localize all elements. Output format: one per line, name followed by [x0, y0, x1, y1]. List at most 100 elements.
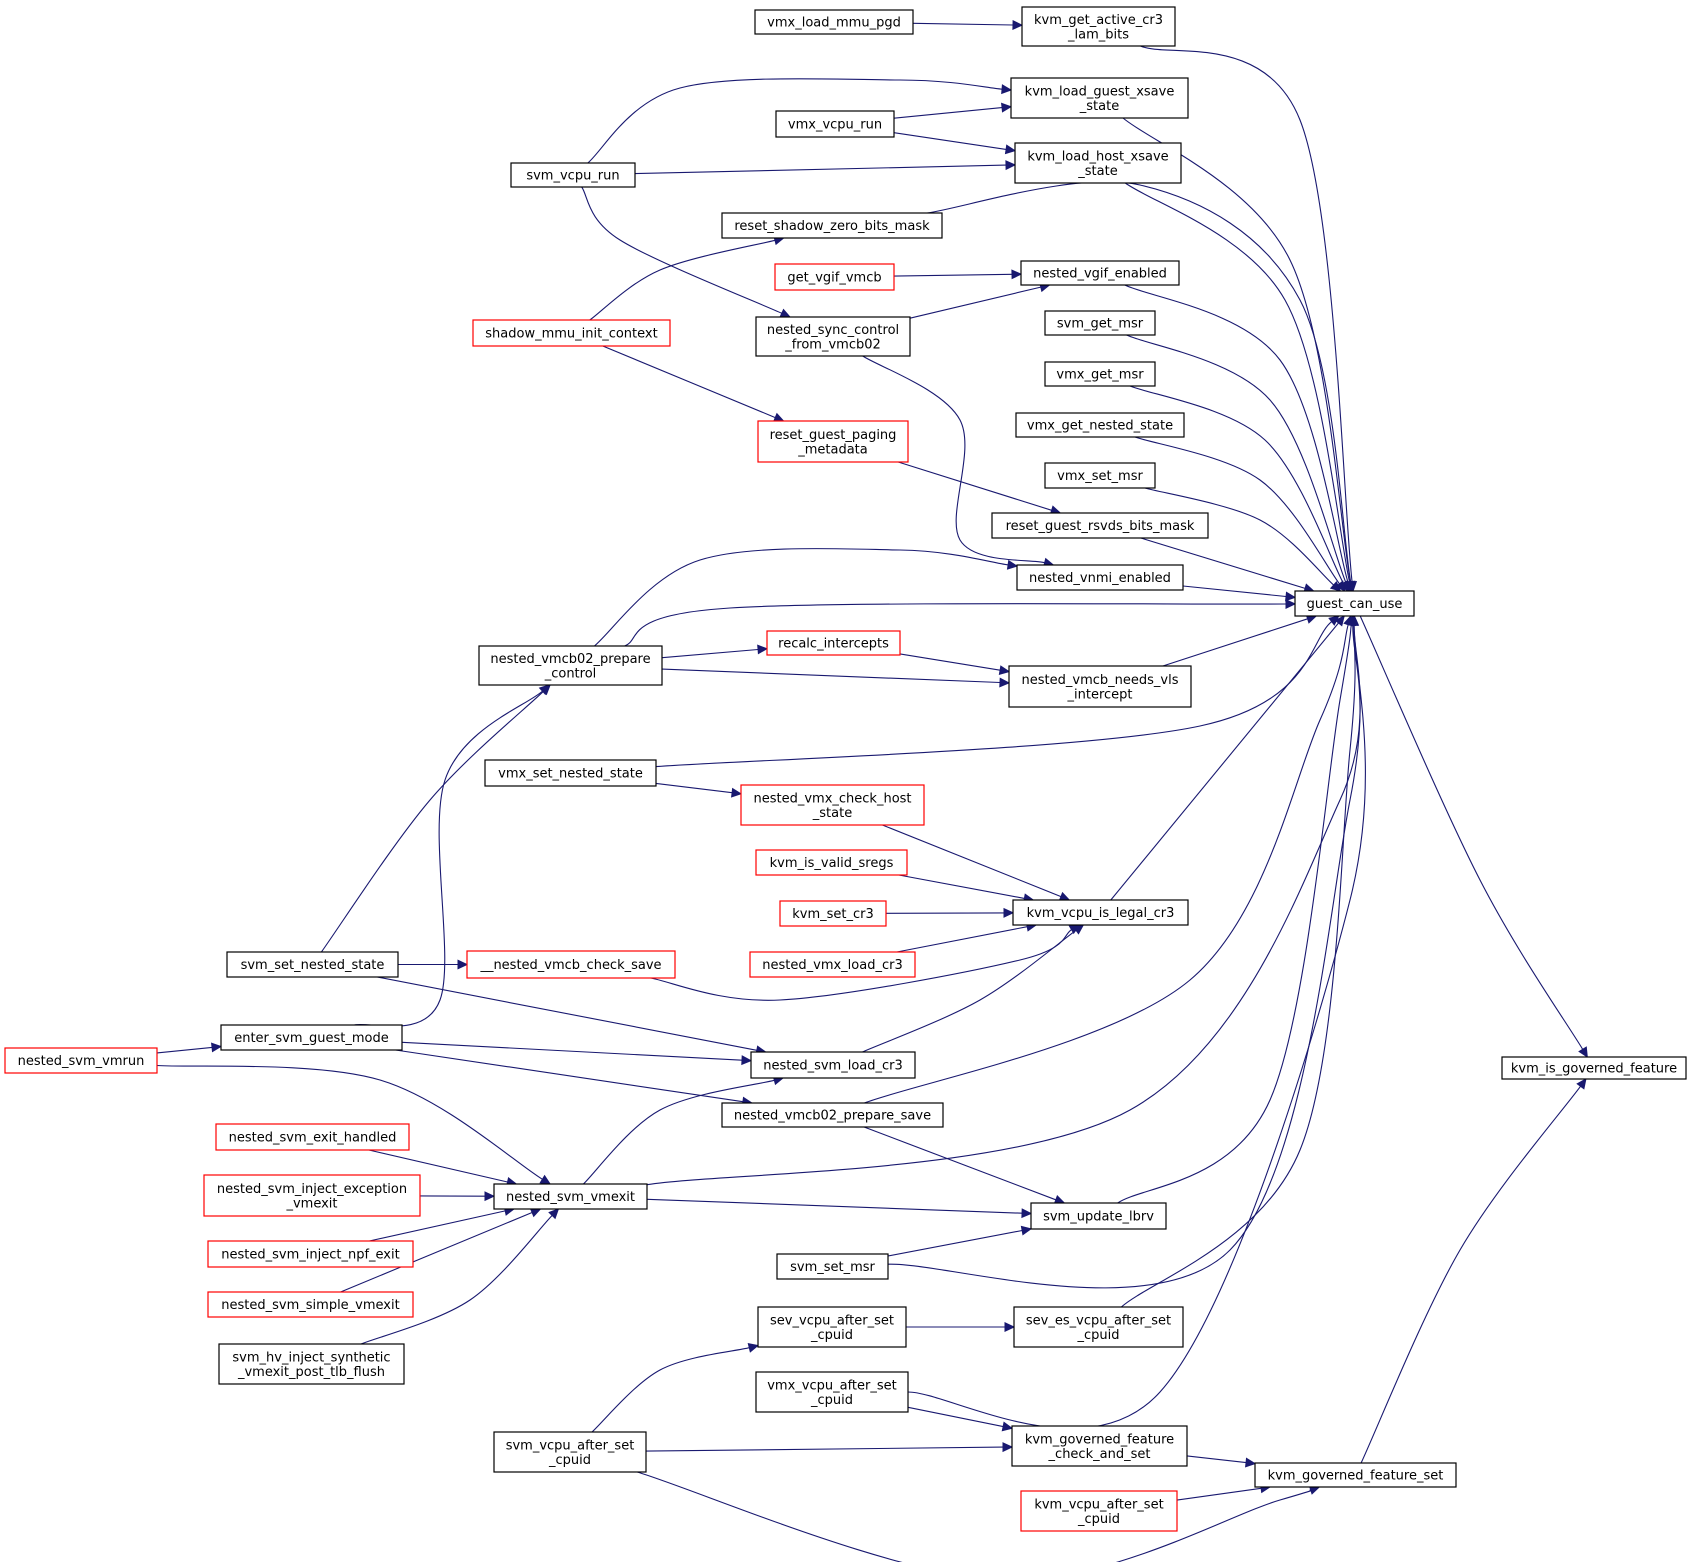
node-kvm-set-cr3[interactable]: kvm_set_cr3	[779, 900, 887, 927]
edge-arrowhead	[1001, 1421, 1014, 1432]
node-box	[207, 1291, 414, 1318]
node-label: svm_set_nested_state	[241, 958, 385, 973]
node-box	[749, 951, 916, 978]
edges-layer	[156, 20, 1588, 1562]
node-vmx-vcpu-after-set-cpuid[interactable]: vmx_vcpu_after_set_cpuid	[755, 1371, 909, 1413]
node-nested-svm-inject-exception-vmexit[interactable]: nested_svm_inject_exception_vmexit	[203, 1174, 421, 1217]
node-svm-set-msr[interactable]: svm_set_msr	[776, 1253, 889, 1280]
node-box	[4, 1047, 158, 1074]
node-label: nested_vmx_check_host	[753, 791, 911, 806]
edge-line	[368, 1149, 508, 1183]
edge-line	[907, 1406, 1004, 1428]
edge-line	[898, 874, 1025, 899]
node-label: nested_svm_simple_vmexit	[221, 1298, 399, 1313]
node-label: _cpuid	[1076, 1328, 1119, 1343]
edge-arrowhead	[1576, 1078, 1587, 1090]
node-label: _control	[544, 666, 597, 681]
node-label: __nested_vmcb_check_save	[479, 958, 661, 973]
node-sev-vcpu-after-set-cpuid[interactable]: sev_vcpu_after_set_cpuid	[757, 1306, 907, 1348]
edge-arrowhead	[1003, 907, 1015, 918]
node-label: vmx_set_msr	[1057, 469, 1143, 484]
node-box	[493, 1431, 647, 1473]
node-label: kvm_vcpu_is_legal_cr3	[1027, 906, 1175, 921]
node-svm-update-lbrv[interactable]: svm_update_lbrv	[1030, 1202, 1167, 1230]
edge-line	[1140, 537, 1306, 589]
node-label: sev_es_vcpu_after_set	[1026, 1313, 1171, 1328]
node-shadow-mmu-init-context[interactable]: shadow_mmu_init_context	[472, 319, 671, 347]
node-kvm-load-guest-xsave-state[interactable]: kvm_load_guest_xsave_state	[1010, 77, 1189, 119]
node-nested-vmcb-needs-vls-intercept[interactable]: nested_vmcb_needs_vls_intercept	[1008, 665, 1192, 708]
edge-line	[655, 782, 733, 794]
node-reset-guest-rsvds-bits-mask[interactable]: reset_guest_rsvds_bits_mask	[991, 512, 1209, 539]
node-nested-svm-load-cr3[interactable]: nested_svm_load_cr3	[750, 1051, 916, 1079]
edge-arrowhead	[1005, 160, 1017, 171]
node-kvm-is-governed-feature[interactable]: kvm_is_governed_feature	[1501, 1056, 1687, 1080]
node-reset-shadow-zero-bits-mask[interactable]: reset_shadow_zero_bits_mask	[721, 212, 943, 239]
node-nested-vgif-enabled[interactable]: nested_vgif_enabled	[1020, 260, 1180, 286]
node-box	[775, 110, 895, 138]
edge-enter-svm-guest-mode-to-nested-svm-load-cr3	[401, 1041, 753, 1066]
edge-reset-guest-paging-metadata-to-reset-guest-rsvds-bits-mask	[898, 461, 1062, 515]
edge-arrowhead	[1349, 614, 1360, 626]
node-box	[1008, 665, 1192, 708]
edge-line	[1126, 334, 1347, 583]
node-kvm-load-host-xsave-state[interactable]: kvm_load_host_xsave_state	[1014, 142, 1182, 184]
edge-line	[1110, 622, 1339, 901]
edge-line	[1176, 1487, 1262, 1501]
node-box	[1044, 462, 1156, 489]
edge-line	[893, 132, 1007, 150]
node-label: _cpuid	[810, 1393, 853, 1408]
node-nested-sync-control-from-vmcb02[interactable]: nested_sync_control_from_vmcb02	[755, 316, 911, 357]
node-vmx-vcpu-run[interactable]: vmx_vcpu_run	[775, 110, 895, 138]
node-nested-vmcb02-prepare-save[interactable]: nested_vmcb02_prepare_save	[721, 1102, 944, 1128]
node-get-vgif-vmcb[interactable]: get_vgif_vmcb	[774, 263, 895, 291]
node-nested-svm-exit-handled[interactable]: nested_svm_exit_handled	[215, 1123, 410, 1151]
node-kvm-is-valid-sregs[interactable]: kvm_is_valid_sregs	[755, 849, 908, 876]
node-nested-vmx-check-host-state[interactable]: nested_vmx_check_host_state	[740, 784, 925, 826]
node-vmx-load-mmu-pgd[interactable]: vmx_load_mmu_pgd	[754, 9, 914, 35]
edge-line	[320, 690, 544, 953]
node-nested-svm-vmrun[interactable]: nested_svm_vmrun	[4, 1047, 158, 1074]
node-svm-set-nested-state[interactable]: svm_set_nested_state	[226, 951, 399, 978]
node-sev-es-vcpu-after-set-cpuid[interactable]: sev_es_vcpu_after_set_cpuid	[1013, 1306, 1184, 1348]
node-nested-vmx-load-cr3[interactable]: nested_vmx_load_cr3	[749, 951, 916, 978]
node-recalc-intercepts[interactable]: recalc_intercepts	[766, 630, 901, 656]
node-vmx-set-msr[interactable]: vmx_set_msr	[1044, 462, 1156, 489]
edge-line	[898, 461, 1052, 511]
node-kvm-vcpu-is-legal-cr3[interactable]: kvm_vcpu_is_legal_cr3	[1012, 899, 1189, 926]
node-nested-svm-inject-npf-exit[interactable]: nested_svm_inject_npf_exit	[207, 1240, 414, 1268]
node-vmx-get-msr[interactable]: vmx_get_msr	[1044, 361, 1156, 387]
node-kvm-governed-feature-set[interactable]: kvm_governed_feature_set	[1254, 1462, 1457, 1488]
node-svm-vcpu-after-set-cpuid[interactable]: svm_vcpu_after_set_cpuid	[493, 1431, 647, 1473]
edge-line	[591, 1347, 750, 1433]
edge-line	[912, 22, 1014, 26]
edge-line	[661, 648, 759, 659]
node-guest-can-use[interactable]: guest_can_use	[1294, 590, 1415, 617]
edge-nested-vmcb02-prepare-control-to-guest-can-use	[624, 599, 1297, 647]
node-box	[484, 759, 657, 787]
edge-arrowhead	[1011, 269, 1023, 280]
node-nested-svm-simple-vmexit[interactable]: nested_svm_simple_vmexit	[207, 1291, 414, 1318]
edge-recalc-intercepts-to-nested-vmcb-needs-vls-intercept	[899, 653, 1011, 675]
node-svm-get-msr[interactable]: svm_get_msr	[1044, 310, 1156, 336]
node-kvm-vcpu-after-set-cpuid[interactable]: kvm_vcpu_after_set_cpuid	[1020, 1490, 1178, 1532]
node-vmx-set-nested-state[interactable]: vmx_set_nested_state	[484, 759, 657, 787]
node-box	[754, 9, 914, 35]
node-kvm-governed-feature-check-and-set[interactable]: kvm_governed_feature_check_and_set	[1011, 1425, 1188, 1467]
nodes-layer: kvm_is_governed_feature guest_can_use kvm_…	[4, 6, 1687, 1532]
node-reset-guest-paging-metadata[interactable]: reset_guest_paging_metadata	[757, 420, 909, 463]
node-nested-vmcb-check-save[interactable]: __nested_vmcb_check_save	[466, 950, 676, 979]
node-box	[774, 263, 895, 291]
node-svm-hv-inject-synthetic-vmexit-post-tlb-flush[interactable]: svm_hv_inject_synthetic_vmexit_post_tlb_…	[218, 1343, 405, 1385]
node-label: kvm_is_governed_feature	[1511, 1062, 1677, 1077]
edge-arrowhead	[1285, 591, 1297, 602]
node-nested-vmcb02-prepare-control[interactable]: nested_vmcb02_prepare_control	[478, 645, 663, 686]
node-vmx-get-nested-state[interactable]: vmx_get_nested_state	[1015, 412, 1185, 438]
node-enter-svm-guest-mode[interactable]: enter_svm_guest_mode	[220, 1024, 403, 1051]
node-kvm-get-active-cr3-lam-bits[interactable]: kvm_get_active_cr3_lam_bits	[1021, 6, 1176, 47]
node-svm-vcpu-run[interactable]: svm_vcpu_run	[510, 162, 636, 188]
node-label: shadow_mmu_init_context	[485, 327, 657, 342]
node-nested-svm-vmexit[interactable]: nested_svm_vmexit	[493, 1183, 648, 1210]
node-nested-vnmi-enabled[interactable]: nested_vnmi_enabled	[1016, 564, 1184, 591]
node-label: kvm_set_cr3	[792, 907, 874, 922]
